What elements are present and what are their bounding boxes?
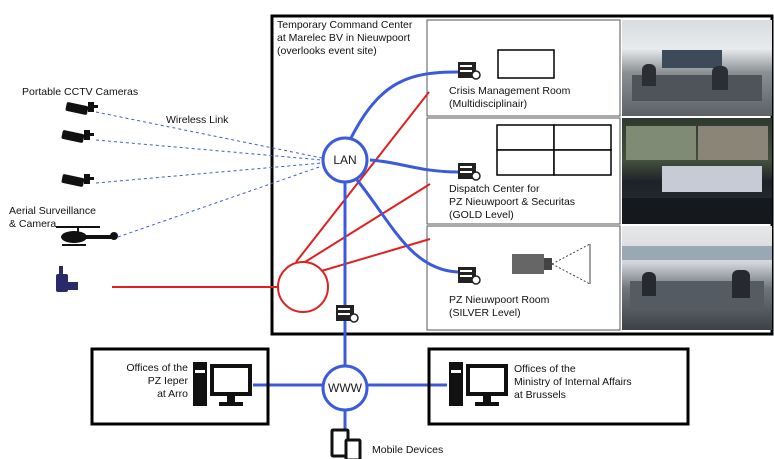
- cctv-camera-icon: [65, 102, 98, 115]
- room-label-crisis: Crisis Management Room (Multidisciplinai…: [449, 85, 570, 111]
- command-center-frame: [270, 14, 774, 336]
- command-center-title: Temporary Command Center at Marelec BV i…: [277, 19, 412, 58]
- command-center-title-line2: at Marelec BV in Nieuwpoort: [277, 32, 411, 44]
- cctv-camera-icon: [61, 174, 94, 187]
- aerial-label-line1: Aerial Surveillance: [9, 205, 96, 217]
- room-label-silver-line2: (SILVER Level): [449, 307, 521, 319]
- screen-icon: [497, 49, 555, 79]
- mobile-devices-label: Mobile Devices: [372, 444, 444, 456]
- room-label-dispatch-line2: PZ Nieuwpoort & Securitas: [449, 196, 576, 208]
- office-label-ministry-line3: at Brussels: [514, 389, 566, 401]
- room-label-dispatch-line1: Dispatch Center for: [449, 183, 540, 195]
- room-label-silver: PZ Nieuwpoort Room (SILVER Level): [449, 294, 549, 320]
- office-label-ministry-line1: Offices of the: [514, 363, 576, 375]
- aerial-label-line2: & Camera: [9, 218, 57, 230]
- room-label-dispatch-line3: (GOLD Level): [449, 209, 514, 221]
- cctv-label: Portable CCTV Cameras: [22, 86, 139, 98]
- projector-icon: [512, 243, 591, 285]
- server-icon: [458, 267, 481, 285]
- video-wall-icon: [496, 124, 612, 176]
- room-panel-silver: [426, 225, 621, 331]
- room-label-crisis-line1: Crisis Management Room: [449, 85, 571, 97]
- radio-icon: [56, 266, 78, 292]
- radio-links: [112, 91, 431, 288]
- cctv-camera-icon: [61, 130, 94, 143]
- office-label-ieper-line3: at Arro: [157, 388, 188, 400]
- room-label-crisis-line2: (Multidisciplinair): [449, 98, 528, 110]
- server-icon: [458, 62, 481, 80]
- office-frame-ministry: [427, 347, 690, 426]
- www-node: [321, 364, 369, 412]
- crisis-room-photo: [622, 20, 772, 116]
- desktop-computer-icon: [449, 362, 508, 406]
- office-frame-ieper: [90, 347, 270, 426]
- office-label-ministry-line2: Ministry of Internal Affairs: [514, 376, 632, 388]
- office-label-ieper: Offices of the PZ Ieper at Arro: [100, 362, 188, 401]
- wireless-label: Wireless Link: [166, 114, 229, 126]
- desktop-computer-icon: [193, 362, 252, 406]
- lan-node: [321, 136, 369, 184]
- server-icon: [336, 305, 359, 323]
- network-links: [253, 70, 459, 432]
- lan-label: LAN: [333, 153, 356, 167]
- silver-room-photo: [622, 226, 772, 330]
- room-label-silver-line1: PZ Nieuwpoort Room: [449, 294, 550, 306]
- server-icon: [458, 163, 481, 181]
- room-label-dispatch: Dispatch Center for PZ Nieuwpoort & Secu…: [449, 183, 575, 222]
- office-label-ieper-line1: Offices of the: [126, 362, 188, 374]
- dispatch-center-photo: [622, 118, 772, 224]
- helicopter-icon: [56, 226, 118, 246]
- radio-hub-node: [277, 261, 329, 313]
- wireless-links: [95, 111, 323, 238]
- aerial-label: Aerial Surveillance & Camera: [9, 205, 96, 231]
- office-label-ministry: Offices of the Ministry of Internal Affa…: [514, 363, 632, 402]
- mobile-device-icon: [330, 428, 362, 459]
- command-center-title-line3: (overlooks event site): [277, 45, 377, 57]
- office-label-ieper-line2: PZ Ieper: [147, 375, 188, 387]
- command-center-title-line1: Temporary Command Center: [277, 19, 413, 31]
- www-label: WWW: [328, 381, 363, 395]
